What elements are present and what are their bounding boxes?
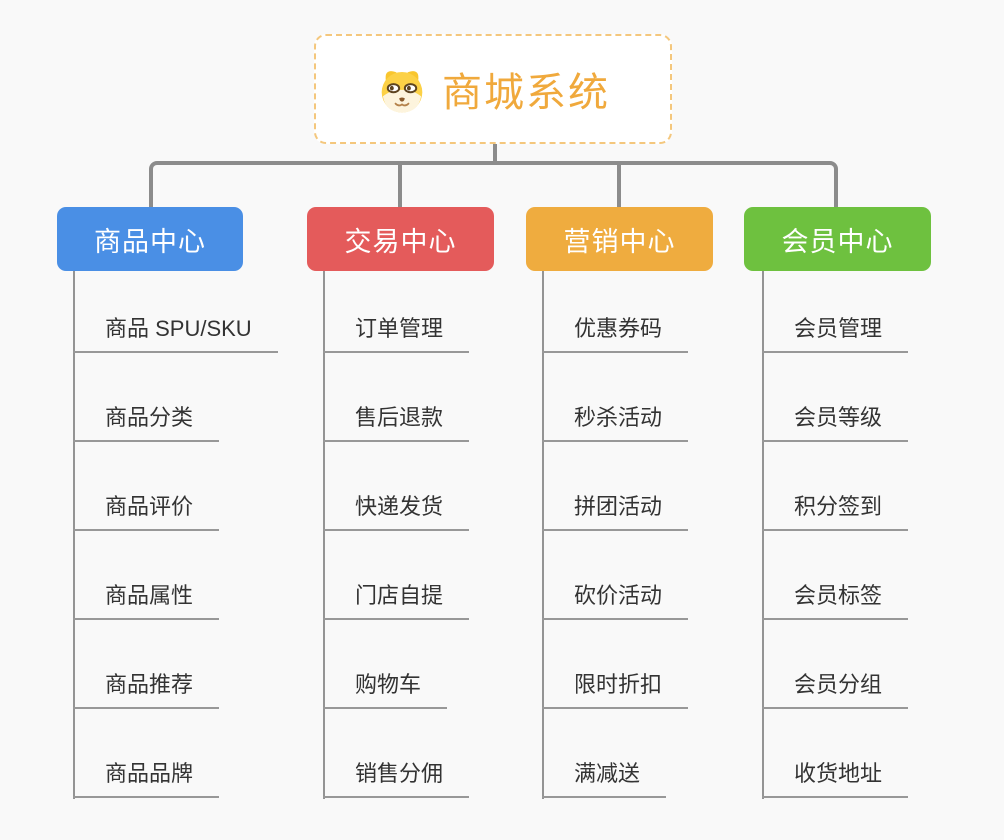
leaf-label: 销售分佣 — [355, 761, 444, 786]
branch-node-marketing-center[interactable]: 营销中心 — [526, 207, 713, 271]
leaf-node[interactable]: 快递发货 — [323, 491, 470, 531]
leaf-node[interactable]: 销售分佣 — [323, 758, 470, 798]
leaf-label: 收货地址 — [794, 761, 883, 786]
leaf-label: 优惠券码 — [574, 316, 663, 341]
leaf-label: 购物车 — [355, 672, 422, 697]
branch-label: 营销中心 — [563, 226, 676, 257]
leaf-label: 商品 SPU/SKU — [105, 316, 252, 341]
leaf-label: 会员标签 — [794, 583, 883, 608]
branch-label: 商品中心 — [94, 226, 206, 257]
branch-label: 会员中心 — [781, 226, 894, 257]
leaf-label: 快递发货 — [355, 494, 444, 519]
leaf-label: 拼团活动 — [574, 494, 663, 519]
leaf-node[interactable]: 会员等级 — [762, 402, 909, 442]
column-tree-line — [73, 271, 75, 799]
leaf-label: 秒杀活动 — [574, 405, 663, 430]
branch-label: 交易中心 — [344, 226, 457, 257]
leaf-node[interactable]: 秒杀活动 — [542, 402, 689, 442]
column-tree-line — [323, 271, 325, 799]
leaf-node[interactable]: 商品分类 — [73, 402, 220, 442]
leaf-node[interactable]: 订单管理 — [323, 313, 470, 353]
leaf-label: 积分签到 — [794, 494, 883, 519]
branch-node-product-center[interactable]: 商品中心 — [57, 207, 243, 271]
root-label: 商城系统 — [442, 71, 610, 115]
leaf-node[interactable]: 商品品牌 — [73, 758, 220, 798]
leaf-label: 商品分类 — [105, 405, 194, 430]
leaf-node[interactable]: 商品推荐 — [73, 669, 220, 709]
connector-elbow-left — [149, 161, 495, 210]
leaf-node[interactable]: 会员分组 — [762, 669, 909, 709]
leaf-node[interactable]: 商品 SPU/SKU — [73, 313, 278, 353]
leaf-node[interactable]: 门店自提 — [323, 580, 470, 620]
leaf-label: 商品属性 — [105, 583, 194, 608]
root-node-mall-system[interactable]: 商城系统 — [314, 34, 672, 144]
leaf-node[interactable]: 限时折扣 — [542, 669, 689, 709]
leaf-label: 订单管理 — [355, 316, 444, 341]
leaf-node[interactable]: 商品评价 — [73, 491, 220, 531]
connector-drop-marketing — [617, 161, 621, 210]
branch-node-member-center[interactable]: 会员中心 — [744, 207, 931, 271]
root-connector-stem — [493, 143, 497, 163]
leaf-label: 会员分组 — [794, 672, 883, 697]
leaf-label: 商品推荐 — [105, 672, 194, 697]
leaf-label: 砍价活动 — [574, 583, 663, 608]
leaf-label: 限时折扣 — [574, 672, 663, 697]
leaf-node[interactable]: 拼团活动 — [542, 491, 689, 531]
leaf-label: 商品品牌 — [105, 761, 194, 786]
leaf-node[interactable]: 会员标签 — [762, 580, 909, 620]
column-tree-line — [542, 271, 544, 799]
leaf-label: 会员管理 — [794, 316, 883, 341]
leaf-label: 会员等级 — [794, 405, 883, 430]
leaf-node[interactable]: 砍价活动 — [542, 580, 689, 620]
connector-drop-trade — [398, 161, 402, 210]
leaf-label: 售后退款 — [355, 405, 444, 430]
column-tree-line — [762, 271, 764, 799]
leaf-label: 满减送 — [574, 761, 641, 786]
leaf-node[interactable]: 会员管理 — [762, 313, 909, 353]
connector-elbow-right — [495, 161, 838, 210]
leaf-node[interactable]: 优惠券码 — [542, 313, 689, 353]
leaf-node[interactable]: 满减送 — [542, 758, 667, 798]
branch-node-trade-center[interactable]: 交易中心 — [307, 207, 494, 271]
leaf-label: 商品评价 — [105, 494, 194, 519]
leaf-node[interactable]: 收货地址 — [762, 758, 909, 798]
leaf-node[interactable]: 积分签到 — [762, 491, 909, 531]
leaf-node[interactable]: 购物车 — [323, 669, 448, 709]
leaf-node[interactable]: 售后退款 — [323, 402, 470, 442]
dog-face-icon — [381, 71, 423, 113]
leaf-label: 门店自提 — [355, 583, 444, 608]
leaf-node[interactable]: 商品属性 — [73, 580, 220, 620]
